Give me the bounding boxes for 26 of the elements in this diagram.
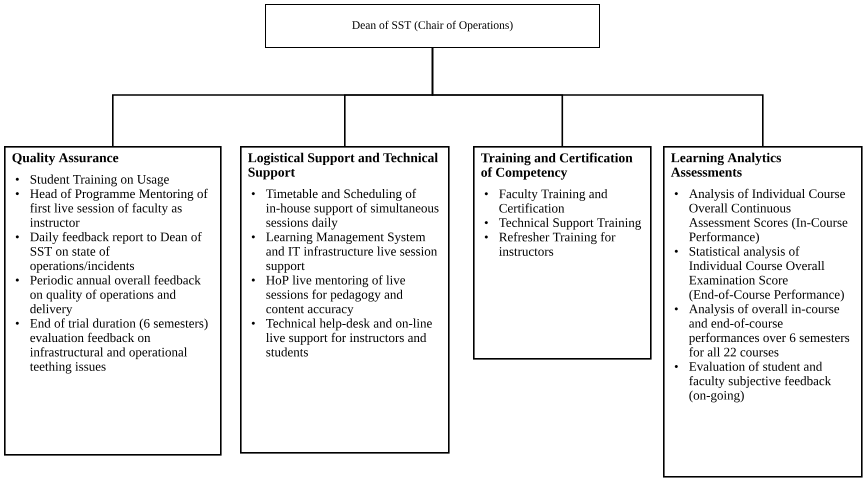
bullet-item: Head of Programme Mentoring of first live session of faculty as instructor: [16, 188, 208, 227]
bullet-item: HoP live mentoring of live sessions for pedagogy and content accuracy: [252, 275, 406, 316]
section-box: [240, 146, 450, 454]
bullet-item: Daily feedback report to Dean of SST on state of operations/incidents: [16, 232, 202, 273]
section-box: [663, 146, 863, 478]
bullet-item: Learning Management System and IT infrastructure live session support: [252, 232, 438, 273]
bullet-item: Faculty Training and Certification: [484, 189, 608, 213]
bullet-item: Statistical analysis of Individual Course Overall Examination Score (End-of-Course Performance): [674, 246, 844, 302]
bullet-item: Technical help-desk and on-line live support for instructors and students: [252, 318, 432, 356]
bullet-item: Technical Support Training: [484, 218, 642, 230]
box-heading: Logistical Support and Technical Support: [248, 152, 438, 180]
bullet-item: Analysis of Individual Course Overall Continuous Assessment Scores (In-Course Performance): [674, 188, 848, 244]
bullet-item: Student Training on Usage: [16, 174, 169, 186]
connector-line: [432, 48, 764, 146]
bullet-item: Periodic annual overall feedback on quality of operations and delivery: [16, 275, 201, 316]
box-heading: Learning Analytics Assessments: [670, 152, 782, 177]
box-heading: Training and Certification of Competency: [481, 152, 633, 180]
bullet-item: End of trial duration (6 semesters) evaluation feedback on infrastructural and operational teething issues: [16, 318, 208, 374]
title-box: Dean of SST (Chair of Operations): [265, 4, 600, 48]
bullet-item: Refresher Training for instructors: [484, 232, 616, 256]
bullet-item: Evaluation of student and faculty subjective feedback (on-going): [674, 362, 832, 402]
section-box: [4, 146, 222, 456]
bullet-item: Analysis of overall in-course and end-of-course performances over 6 semesters for all 22 courses: [674, 304, 850, 356]
box-heading: Quality Assurance: [12, 152, 118, 166]
bullet-item: Timetable and Scheduling of in-house support of simultaneous sessions daily: [252, 188, 439, 230]
section-box: [473, 146, 652, 360]
